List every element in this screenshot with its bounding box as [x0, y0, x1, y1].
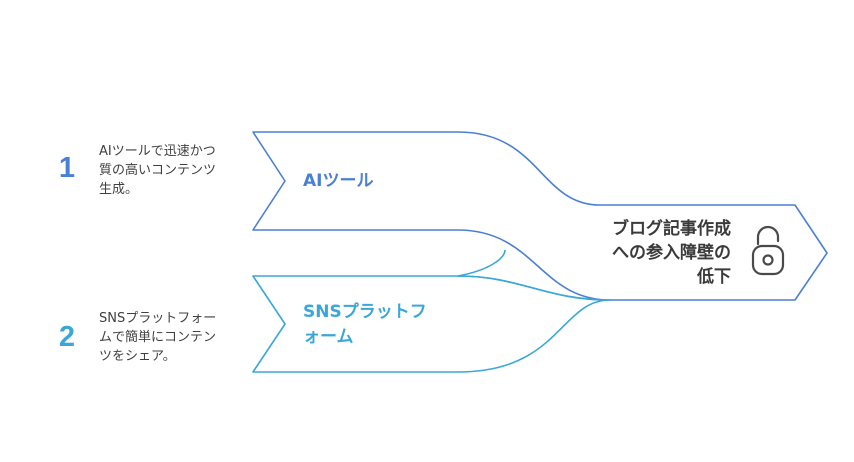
branch-1-result-arrow-shape — [252, 131, 828, 301]
result-text-line: 低下 — [697, 267, 731, 287]
result-text-line: ブログ記事作成 — [612, 219, 731, 239]
result-text-line: への参入障壁の — [612, 243, 731, 263]
branch-2-number: 2 — [58, 321, 76, 353]
branch-1-description-line: 生成。 — [99, 182, 139, 197]
branch-1-label: AIツール — [303, 169, 373, 194]
branch-2-label: SNSプラットフ ォーム — [303, 300, 427, 350]
branch-1-description-line: 質の高いコンテンツ — [99, 163, 217, 178]
branch-1-label-line: AIツール — [303, 171, 374, 191]
branch-2-description-line: ムで簡単にコンテン — [99, 330, 217, 345]
branch-2-description-line: SNSプラットフォー — [99, 311, 217, 326]
branch-2-label-line: SNSプラットフ — [303, 302, 427, 322]
branch-2-description: SNSプラットフォー ムで簡単にコンテン ツをシェア。 — [99, 309, 216, 366]
branch-1-number: 1 — [58, 152, 76, 184]
branch-2-description-line: ツをシェア。 — [99, 349, 176, 364]
branch-2-upper-curve — [457, 249, 506, 277]
branch-1-description: AIツールで迅速かつ 質の高いコンテンツ 生成。 — [99, 142, 216, 199]
branch-2-label-line: ォーム — [303, 327, 354, 347]
result-text: ブログ記事作成 への参入障壁の 低下 — [556, 217, 731, 289]
unlocked-padlock-icon — [751, 225, 785, 276]
branch-1-description-line: AIツールで迅速かつ — [99, 144, 216, 159]
branch-2-merge-edge — [457, 275, 611, 301]
